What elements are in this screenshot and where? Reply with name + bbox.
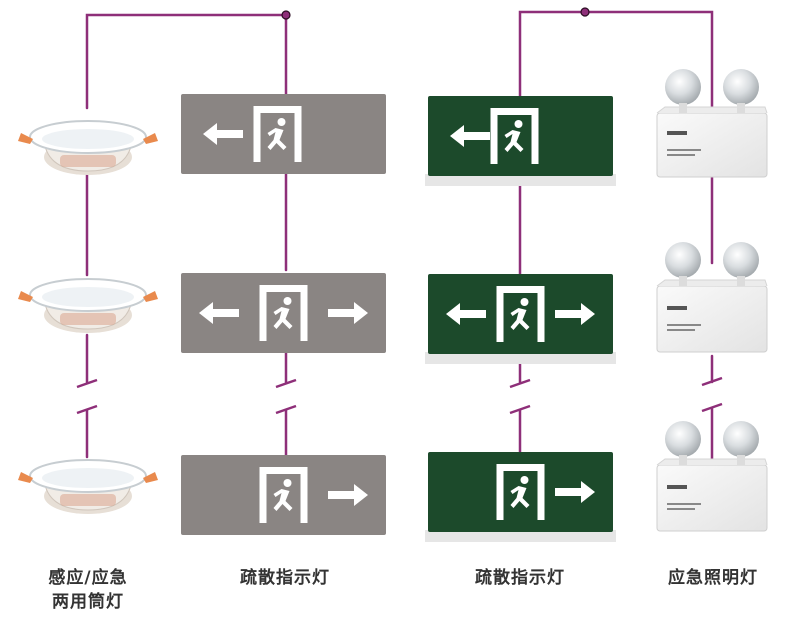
junction-dot-left — [281, 10, 291, 20]
break-mark — [509, 378, 531, 389]
downlight — [18, 459, 158, 514]
caption-line: 感应/应急 — [48, 568, 128, 588]
arrow-right-icon — [555, 303, 595, 325]
caption-gray-exit-sign: 疏散指示灯 — [205, 566, 365, 590]
running-man-door-icon — [259, 285, 308, 341]
emergency-twin-light — [656, 242, 768, 353]
break-mark — [275, 404, 297, 415]
caption-line: 疏散指示灯 — [475, 568, 565, 588]
exit-sign — [181, 455, 386, 535]
running-man-door-icon — [259, 467, 308, 523]
wire-right-top — [518, 10, 714, 114]
arrow-right-icon — [328, 484, 368, 506]
arrow-left-icon — [446, 303, 486, 325]
caption-downlight: 感应/应急 两用筒灯 — [22, 566, 154, 614]
caption-emergency-light: 应急照明灯 — [638, 566, 788, 590]
exit-sign — [425, 452, 616, 542]
arrow-left-icon — [203, 123, 243, 145]
exit-sign — [425, 96, 616, 186]
arrow-left-icon — [450, 125, 490, 147]
caption-line: 疏散指示灯 — [240, 568, 330, 588]
running-man-door-icon — [253, 106, 302, 162]
caption-line: 两用筒灯 — [52, 592, 124, 612]
arrow-left-icon — [199, 302, 239, 324]
running-man-door-icon — [496, 286, 545, 342]
exit-sign — [181, 273, 386, 353]
running-man-door-icon — [490, 108, 539, 164]
exit-sign — [181, 94, 386, 174]
emergency-twin-light — [656, 421, 768, 532]
break-mark — [509, 404, 531, 415]
green-exit-signs — [425, 96, 616, 542]
downlights — [18, 120, 158, 514]
gray-exit-signs — [181, 94, 386, 535]
break-marks — [76, 376, 723, 415]
junction-dot-right — [580, 7, 590, 17]
break-mark — [701, 402, 723, 413]
downlight — [18, 120, 158, 175]
running-man-door-icon — [496, 464, 545, 520]
arrow-right-icon — [328, 302, 368, 324]
caption-line: 应急照明灯 — [668, 568, 758, 588]
emergency-lights — [656, 69, 768, 532]
emergency-twin-light — [656, 69, 768, 178]
downlight — [18, 278, 158, 333]
break-mark — [76, 378, 98, 389]
exit-sign — [425, 274, 616, 364]
break-mark — [275, 378, 297, 389]
break-mark — [76, 404, 98, 415]
caption-green-exit-sign: 疏散指示灯 — [440, 566, 600, 590]
wiring — [85, 10, 714, 472]
break-mark — [701, 376, 723, 387]
wire-left-top — [85, 13, 288, 110]
arrow-right-icon — [555, 481, 595, 503]
